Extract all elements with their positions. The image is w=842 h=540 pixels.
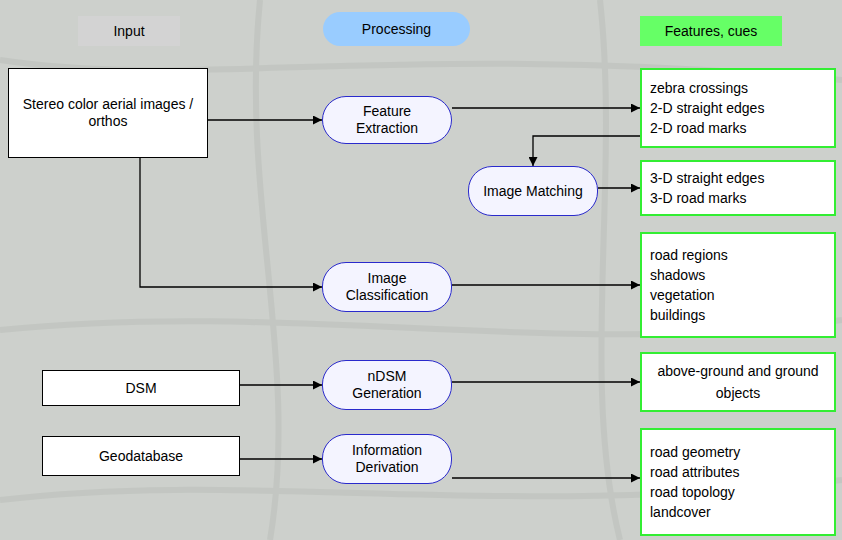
process-pill: Image Matching (468, 166, 598, 216)
node-label: Features, cues (640, 23, 782, 40)
node-label: road geometry (650, 442, 826, 462)
flow-arrow (452, 477, 640, 478)
node-label: DSM (53, 380, 229, 397)
flow-arrow (533, 136, 640, 166)
node-label: above-ground and ground objects (650, 360, 826, 404)
column-header: Processing (323, 12, 470, 46)
feature-box: road regionsshadowsvegetationbuildings (640, 232, 836, 338)
node-label: 3-D straight edges (650, 168, 826, 188)
process-pill: Feature Extraction (322, 96, 452, 144)
node-label: Image Classification (337, 270, 437, 304)
node-label: 2-D straight edges (650, 98, 826, 118)
node-label: road topology (650, 482, 826, 502)
node-label: buildings (650, 305, 826, 325)
node-label: Image Matching (483, 183, 583, 200)
node-label: shadows (650, 265, 826, 285)
node-label: road attributes (650, 462, 826, 482)
input-box: DSM (42, 370, 240, 406)
input-box: Geodatabase (42, 436, 240, 476)
feature-box: above-ground and ground objects (640, 352, 836, 412)
flow-arrow (208, 119, 322, 120)
feature-box: 3-D straight edges3-D road marks (640, 160, 836, 216)
node-label: Information Derivation (337, 442, 437, 476)
column-header: Input (78, 16, 180, 46)
node-label: Processing (323, 21, 470, 38)
process-pill: Image Classification (322, 262, 452, 312)
feature-box: road geometryroad attributesroad topolog… (640, 428, 836, 536)
process-pill: Information Derivation (322, 434, 452, 484)
node-label: 3-D road marks (650, 188, 826, 208)
node-label: Feature Extraction (337, 103, 437, 137)
flow-arrow (598, 187, 640, 188)
node-label: vegetation (650, 285, 826, 305)
node-label: landcover (650, 502, 826, 522)
flow-arrow (140, 158, 322, 287)
node-label: Stereo color aerial images / orthos (19, 96, 197, 130)
flow-arrow (452, 107, 640, 108)
flow-arrow (452, 284, 640, 285)
process-pill: nDSM Generation (322, 360, 452, 410)
node-label: Geodatabase (53, 448, 229, 465)
flow-arrow (240, 384, 322, 385)
node-label: road regions (650, 245, 826, 265)
flow-arrow (452, 381, 640, 382)
node-label: nDSM Generation (337, 368, 437, 402)
column-header: Features, cues (640, 16, 782, 46)
input-box: Stereo color aerial images / orthos (8, 68, 208, 158)
node-label: Input (78, 23, 180, 40)
node-label: zebra crossings (650, 78, 826, 98)
node-label: 2-D road marks (650, 118, 826, 138)
feature-box: zebra crossings2-D straight edges2-D roa… (640, 68, 836, 148)
flow-arrow (240, 458, 322, 459)
